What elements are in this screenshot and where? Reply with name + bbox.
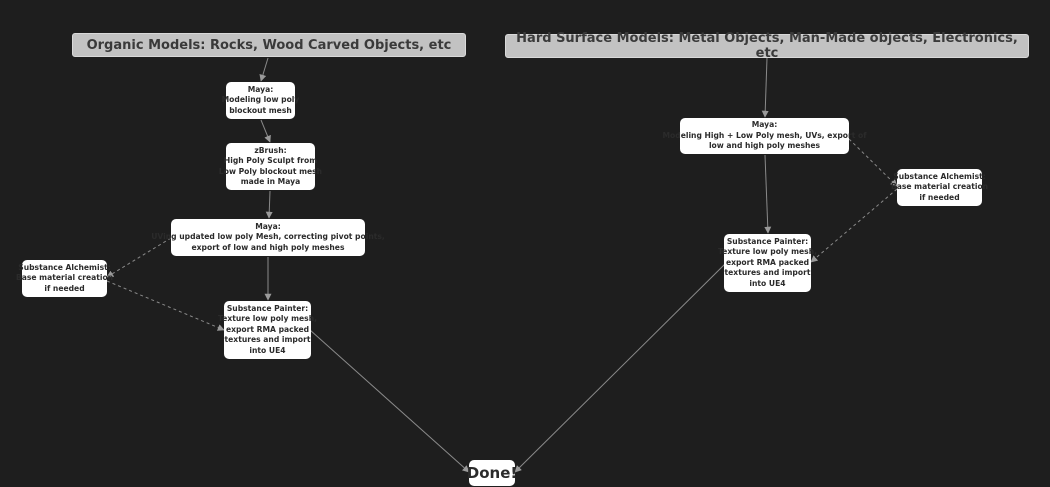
organic-zbrush-node[interactable]: zBrush: High Poly Sculpt from Low Poly b… bbox=[219, 143, 322, 190]
node-line: made in Maya bbox=[240, 177, 301, 186]
organic-substance-alchemist-node[interactable]: Substance Alchemist: Base material creat… bbox=[16, 260, 113, 297]
node-line: if needed bbox=[44, 283, 85, 293]
edge-hard-maya-to-alchemist bbox=[848, 138, 898, 187]
edge-organic-header-to-maya bbox=[259, 57, 269, 82]
hard-substance-alchemist-node[interactable]: Substance Alchemist: Base material creat… bbox=[891, 169, 988, 206]
edge-hard-header-to-maya bbox=[761, 57, 769, 118]
node-line: Substance Alchemist: bbox=[18, 262, 111, 272]
node-line: Maya: bbox=[247, 84, 274, 94]
edge-hard-alchemist-to-painter bbox=[810, 188, 898, 263]
done-label: Done! bbox=[466, 464, 518, 482]
node-line: Modeling High + Low Poly mesh, UVs, expo… bbox=[662, 130, 867, 140]
organic-substance-painter-node[interactable]: Substance Painter: Texture low poly mesh… bbox=[218, 301, 317, 359]
node-line: if needed bbox=[919, 192, 960, 202]
edge-hard-painter-to-done bbox=[514, 263, 726, 473]
node-line: Maya: bbox=[255, 221, 281, 231]
node-line: Modeling low poly bbox=[221, 95, 300, 105]
node-line: Texture low poly mesh, bbox=[218, 314, 317, 324]
node-line: Base material creation bbox=[890, 182, 989, 192]
node-line: textures and import bbox=[724, 268, 811, 278]
node-line: UVing updated low poly Mesh, correcting … bbox=[151, 232, 385, 242]
node-line: High Poly Sculpt from bbox=[223, 156, 318, 165]
node-line: Substance Alchemist: bbox=[893, 171, 986, 181]
hard-surface-header[interactable]: Hard Surface Models: Metal Objects, Man-… bbox=[505, 31, 1029, 61]
organic-header[interactable]: Organic Models: Rocks, Wood Carved Objec… bbox=[72, 33, 466, 57]
edge-zbrush-to-maya-uv bbox=[265, 190, 273, 219]
hard-maya-node[interactable]: Maya: Modeling High + Low Poly mesh, UVs… bbox=[662, 118, 867, 154]
edge-hard-maya-to-painter bbox=[764, 154, 772, 234]
node-line: export of low and high poly meshes bbox=[191, 242, 345, 252]
node-line: low and high poly meshes bbox=[708, 141, 821, 151]
node-line: zBrush: bbox=[254, 145, 287, 155]
node-line: Substance Painter: bbox=[226, 303, 309, 313]
edge-alchemist-to-painter bbox=[106, 280, 225, 331]
node-line: blockout mesh bbox=[229, 105, 292, 115]
node-line: into UE4 bbox=[749, 278, 786, 288]
edge-organic-painter-to-done bbox=[309, 329, 470, 473]
done-node[interactable]: Done! bbox=[466, 460, 518, 486]
hard-surface-header-label: Hard Surface Models: Metal Objects, Man-… bbox=[516, 31, 1018, 61]
node-line: into UE4 bbox=[249, 345, 286, 355]
hard-substance-painter-node[interactable]: Substance Painter: Texture low poly mesh… bbox=[718, 234, 817, 292]
node-line: textures and import bbox=[224, 335, 311, 345]
organic-maya-uv-node[interactable]: Maya: UVing updated low poly Mesh, corre… bbox=[151, 219, 385, 256]
edge-maya-uv-to-alchemist bbox=[106, 237, 172, 278]
node-line: export RMA packed bbox=[725, 257, 810, 267]
organic-header-label: Organic Models: Rocks, Wood Carved Objec… bbox=[86, 37, 452, 53]
node-line: Base material creation bbox=[15, 273, 114, 283]
node-line: Maya: bbox=[751, 120, 778, 130]
node-line: export RMA packed bbox=[225, 324, 310, 334]
node-line: Substance Painter: bbox=[726, 236, 809, 246]
node-line: Low Poly blockout mesh bbox=[218, 166, 323, 176]
edge-maya-to-zbrush bbox=[260, 119, 271, 143]
node-line: Texture low poly mesh, bbox=[718, 247, 817, 257]
organic-maya-blockout-node[interactable]: Maya: Modeling low poly blockout mesh bbox=[222, 82, 299, 119]
